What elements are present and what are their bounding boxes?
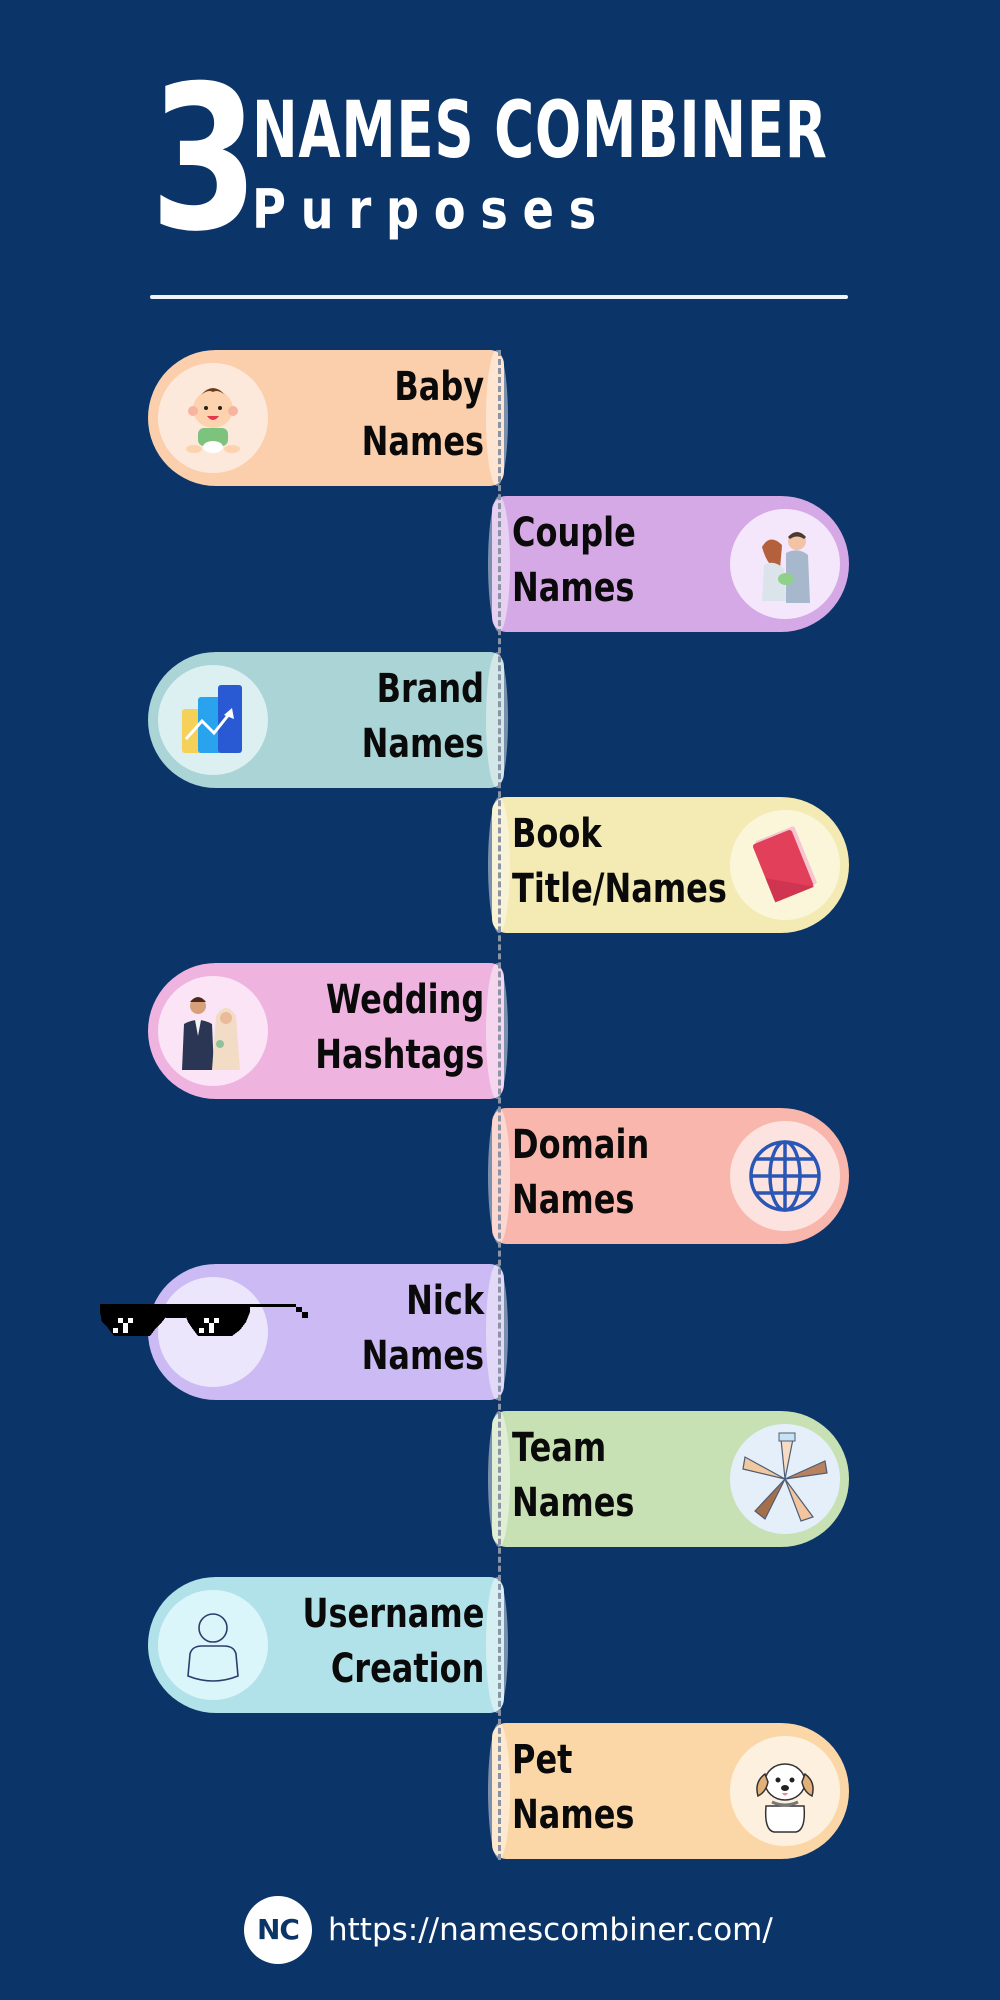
purpose-label-line1: Nick [406, 1278, 484, 1324]
title-number: 3 [150, 43, 259, 276]
purpose-label-line2: Names [512, 1177, 635, 1223]
purpose-label-line2: Names [512, 1792, 635, 1838]
purpose-label-line2: Creation [330, 1646, 484, 1692]
purpose-label-line1: Brand [376, 666, 484, 712]
card-connector-edge [486, 963, 508, 1099]
growth-chart-icon [158, 665, 268, 775]
header-divider [150, 295, 848, 299]
purpose-label-line1: Team [512, 1425, 607, 1471]
book-icon [730, 810, 840, 920]
bride-groom-icon [158, 976, 268, 1086]
purpose-label-line2: Names [361, 721, 484, 767]
site-logo[interactable]: NC [244, 1896, 312, 1964]
site-url-link[interactable]: https://namescombiner.com/ [328, 1912, 773, 1948]
card-connector-edge [486, 652, 508, 788]
page-title: NAMES COMBINER [252, 86, 828, 176]
globe-icon [730, 1121, 840, 1231]
puppy-icon [730, 1736, 840, 1846]
couple-icon [730, 509, 840, 619]
purpose-label-line2: Names [361, 419, 484, 465]
baby-icon [158, 363, 268, 473]
purpose-label-line1: Couple [512, 510, 636, 556]
purpose-label-line1: Wedding [325, 977, 484, 1023]
purpose-label-line1: Baby [394, 364, 484, 410]
center-dashed-line [498, 350, 501, 1860]
purpose-label-line1: Book [512, 811, 602, 857]
purpose-label-line1: Domain [512, 1122, 650, 1168]
purpose-label-line1: Username [302, 1591, 484, 1637]
purpose-label-line2: Names [361, 1333, 484, 1379]
purpose-label-line2: Names [512, 1480, 635, 1526]
purpose-label-line1: Pet [512, 1737, 573, 1783]
card-connector-edge [486, 1264, 508, 1400]
card-connector-edge [486, 1577, 508, 1713]
purpose-label-line2: Names [512, 565, 635, 611]
page-subtitle: Purposes [252, 178, 611, 241]
user-icon [158, 1590, 268, 1700]
purpose-label-line2: Title/Names [512, 866, 727, 912]
purpose-label-line2: Hashtags [314, 1032, 484, 1078]
card-connector-edge [486, 350, 508, 486]
fist-bump-icon [730, 1424, 840, 1534]
pixel-sunglasses-icon [100, 1304, 308, 1336]
